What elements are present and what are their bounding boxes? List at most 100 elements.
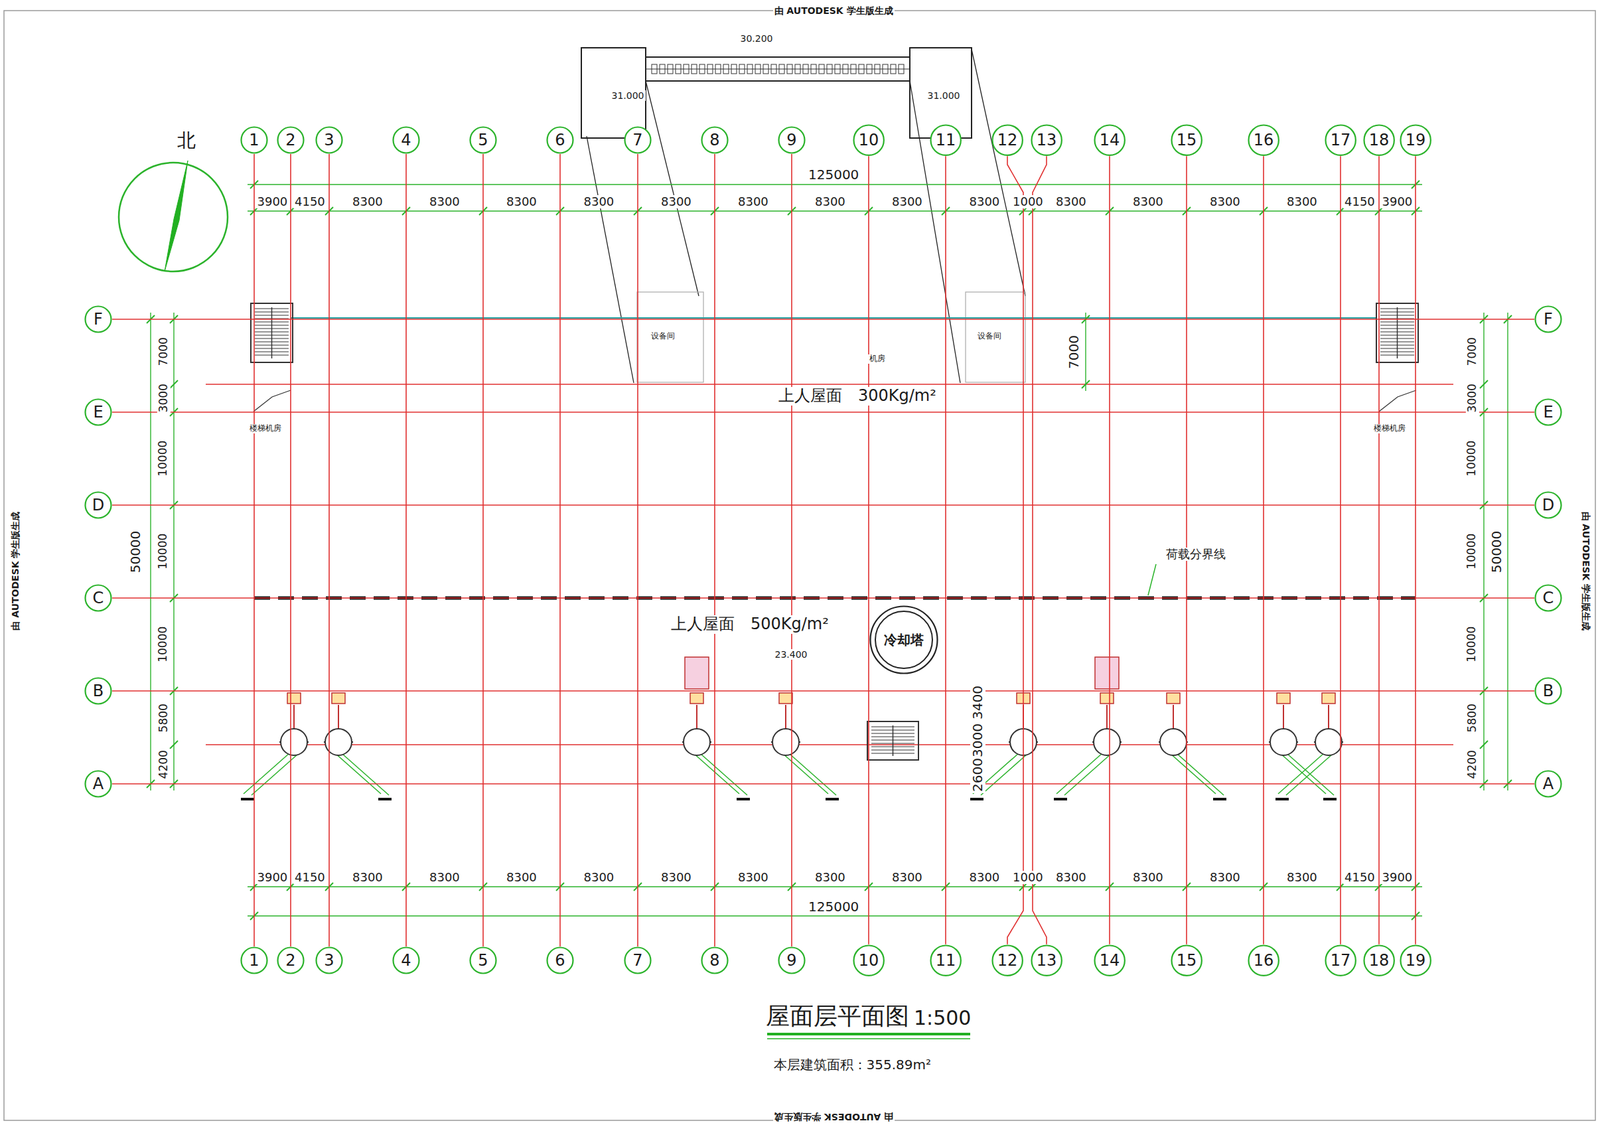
- room-name: 楼梯机房: [1372, 424, 1407, 434]
- node-circle: [547, 947, 574, 974]
- grid-line: [1262, 155, 1265, 945]
- axis-bubble: 11: [929, 124, 962, 156]
- axis-bubble: 4: [392, 126, 421, 154]
- stair-divider: [892, 725, 894, 756]
- duct-outlet: [1053, 797, 1068, 801]
- duct-pipe: [342, 753, 389, 796]
- dimension: 8300: [890, 195, 924, 210]
- dimension: 10000: [1465, 625, 1479, 664]
- duct-outlet: [970, 797, 984, 801]
- filter-unit: [1094, 656, 1119, 689]
- exhaust-fan-symbol: [280, 728, 308, 756]
- node-circle: [316, 947, 343, 974]
- duct-riser: [337, 704, 340, 729]
- axis-bubble: E: [84, 398, 113, 427]
- axis-bubble: 8: [700, 126, 729, 154]
- grid-line: [405, 153, 407, 947]
- axis-bubble: 15: [1170, 124, 1203, 156]
- dimension: 8300: [351, 195, 385, 210]
- dimension: 4200: [1465, 748, 1479, 780]
- node-circle: [85, 678, 112, 705]
- dimension-line: [247, 210, 1423, 212]
- dimension: 8300: [428, 195, 462, 210]
- duct-pipe: [1169, 752, 1216, 794]
- dimension: 50000: [1489, 528, 1505, 575]
- axis-bubble: 16: [1247, 124, 1280, 156]
- dimension: 1000: [1011, 195, 1045, 210]
- roof-load-note: 上人屋面 500Kg/m²: [669, 615, 831, 634]
- watermark: 由 AUTODESK 学生版生成: [773, 5, 895, 16]
- node-circle: [1535, 771, 1562, 798]
- axis-number: 17: [1330, 951, 1352, 969]
- dimension: 8300: [351, 870, 385, 885]
- grid-line: [1032, 155, 1047, 945]
- axis-bubble: B: [84, 676, 113, 705]
- dimension: 10000: [1465, 439, 1479, 478]
- axis-number: 3: [323, 131, 334, 149]
- duct-pipe: [243, 752, 291, 794]
- axis-bubble: 8: [700, 946, 729, 975]
- axis-bubble: 12: [991, 944, 1024, 977]
- node-circle: [85, 585, 112, 612]
- node-circle: [1094, 945, 1125, 975]
- dimension: 1000: [1011, 870, 1045, 885]
- node-circle: [1031, 124, 1062, 155]
- duct-outlet: [736, 797, 750, 801]
- stair-divider: [1396, 307, 1399, 359]
- axis-number: 8: [709, 131, 720, 149]
- dimension: 8300: [813, 870, 847, 885]
- dimension: 4150: [1343, 870, 1377, 885]
- grid-line: [205, 383, 1454, 385]
- axis-number: 14: [1099, 131, 1121, 149]
- axis-number: 15: [1176, 951, 1198, 969]
- node-circle: [1363, 945, 1394, 975]
- fan-unit: [1166, 692, 1180, 704]
- cooling-tower: 冷却塔: [869, 605, 939, 675]
- dimension: 8300: [1054, 195, 1088, 210]
- node-circle: [1171, 945, 1202, 975]
- dimension: 3400: [969, 684, 985, 721]
- axis-number: B: [92, 682, 104, 700]
- roof-load-note: 上人屋面 300Kg/m²: [777, 386, 938, 406]
- grid-line: [637, 153, 639, 947]
- dimension: 8300: [582, 870, 616, 885]
- dimension: 3000: [969, 722, 985, 759]
- node-circle: [1325, 945, 1356, 975]
- node-circle: [1363, 124, 1394, 155]
- dimension: 8300: [1208, 195, 1242, 210]
- axis-number: 9: [786, 951, 797, 969]
- dimension: 8300: [505, 195, 539, 210]
- node-circle: [85, 492, 112, 519]
- axis-number: 19: [1405, 951, 1427, 969]
- leader-line: [1148, 564, 1157, 596]
- boundary-note: 荷载分界线: [1164, 547, 1228, 562]
- stair-divider: [271, 307, 273, 359]
- node-circle: [470, 947, 497, 974]
- axis-bubble: 2: [276, 946, 305, 975]
- dimension: 8300: [582, 195, 616, 210]
- dimension: 10000: [156, 439, 170, 478]
- dimension: 8300: [505, 870, 539, 885]
- node-circle: [1400, 945, 1431, 975]
- duct-riser: [1327, 704, 1330, 729]
- node-circle: [1535, 306, 1562, 333]
- dimension: 3900: [256, 870, 290, 885]
- dimension: 3000: [156, 382, 170, 414]
- axis-bubble: C: [1534, 583, 1563, 612]
- node-circle: [853, 124, 884, 155]
- axis-number: 18: [1369, 131, 1390, 149]
- fan-unit: [287, 692, 301, 704]
- north-circle: [118, 162, 228, 272]
- axis-number: 16: [1253, 951, 1275, 969]
- fan-unit: [690, 692, 704, 704]
- elevation-beam: [645, 57, 910, 81]
- axis-bubble: 17: [1324, 944, 1357, 977]
- dimension: 5800: [156, 702, 170, 734]
- duct-outlet: [378, 797, 392, 801]
- axis-bubble: 1: [240, 946, 269, 975]
- axis-number: 15: [1176, 131, 1198, 149]
- grid-line: [1108, 155, 1111, 945]
- exhaust-fan-symbol: [1270, 728, 1297, 756]
- exhaust-fan-symbol: [1160, 728, 1187, 756]
- filter-unit: [684, 656, 709, 689]
